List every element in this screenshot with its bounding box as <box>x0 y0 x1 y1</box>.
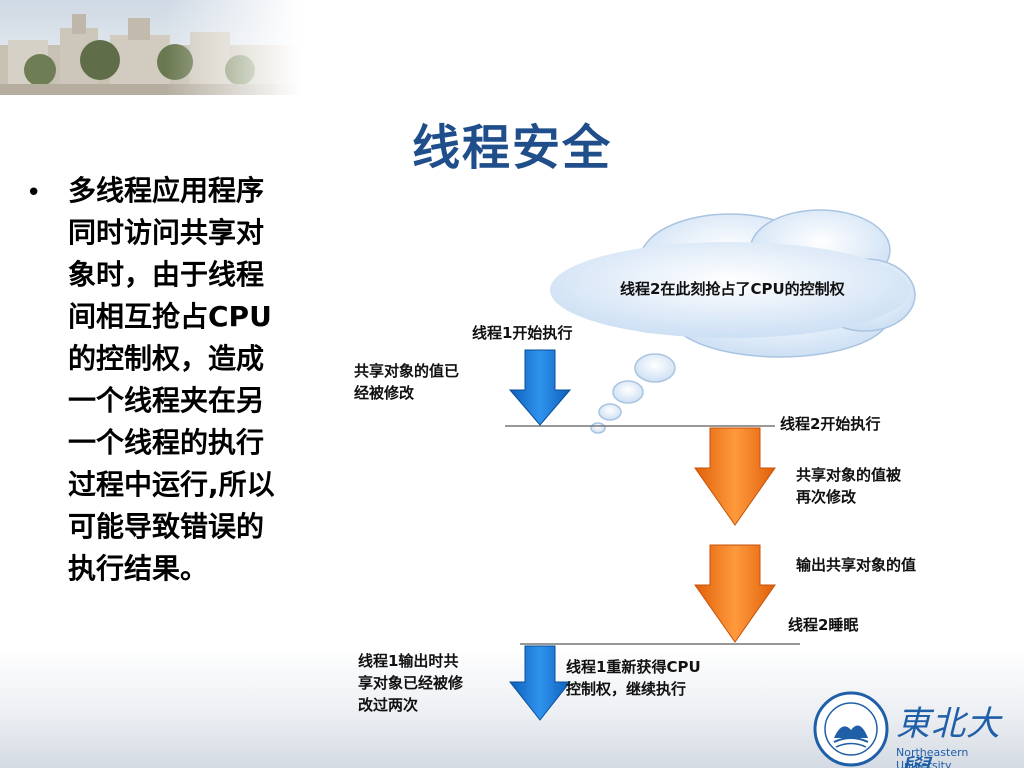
university-name-cn: 東北大學 <box>896 704 1001 768</box>
thread2-sleep-label: 线程2睡眠 <box>788 616 859 634</box>
bullet-marker: • <box>26 178 42 208</box>
thread2-start-label: 线程2开始执行 <box>780 415 881 433</box>
thread-timeline-diagram: 线程2在此刻抢占了CPU的控制权 线程1开始执行 共享对象的值已 经被修改 线程… <box>330 200 1024 768</box>
thread1-output-label: 线程1输出时共 享对象已经被修 改过两次 <box>358 652 464 714</box>
thread2-arrow-1 <box>694 427 776 526</box>
output-shared-label: 输出共享对象的值 <box>796 556 917 574</box>
thread1-arrow-bottom <box>508 645 572 721</box>
shared-modified-again-label: 共享对象的值被 再次修改 <box>796 466 902 506</box>
university-name-en: Northeastern University <box>896 746 969 768</box>
university-seal-icon <box>813 691 889 767</box>
campus-photo <box>0 0 300 95</box>
thread1-regain-label: 线程1重新获得CPU 控制权，继续执行 <box>566 658 701 698</box>
cloud-bubble <box>550 209 916 434</box>
cloud-label: 线程2在此刻抢占了CPU的控制权 <box>620 280 845 298</box>
bullet-text: 多线程应用程序同时访问共享对象时，由于线程间相互抢占CPU的控制权，造成一个线程… <box>68 174 275 585</box>
slide-title: 线程安全 <box>411 120 612 176</box>
thread1-start-label: 线程1开始执行 <box>472 324 573 342</box>
shared-modified-label: 共享对象的值已 经被修改 <box>354 362 460 402</box>
thread1-arrow-top <box>508 349 572 426</box>
university-logo: 東北大學 Northeastern University <box>812 690 1024 768</box>
thread2-arrow-2 <box>694 544 776 643</box>
